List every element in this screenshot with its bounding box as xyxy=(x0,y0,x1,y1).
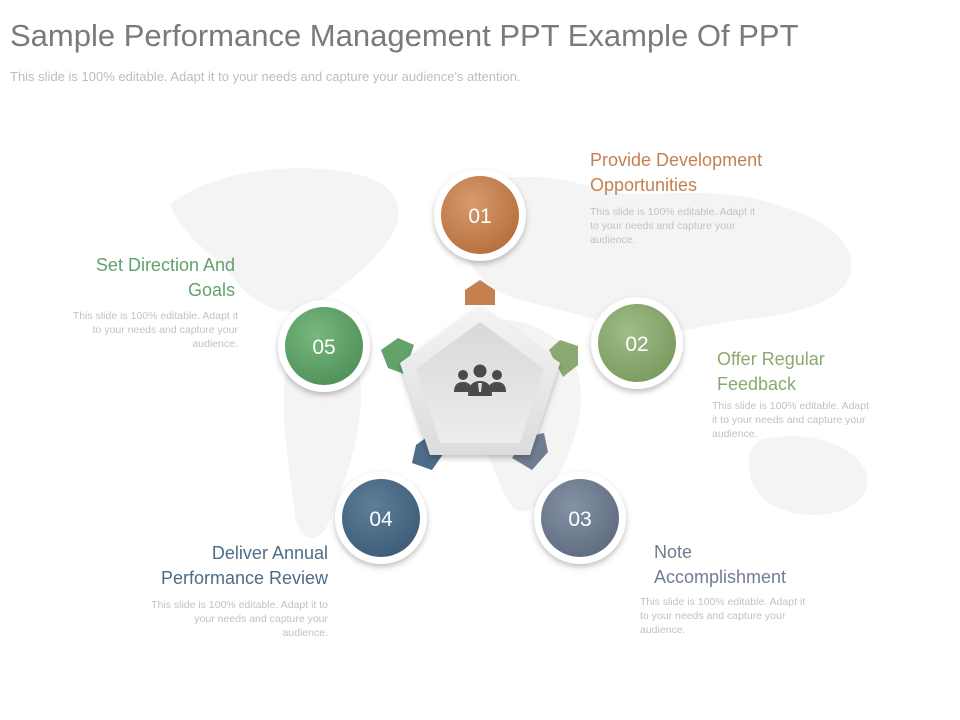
step-number-04: 04 xyxy=(369,508,393,531)
step-title-01: Provide Development Opportunities xyxy=(590,150,763,195)
step-desc-03: This slide is 100% editable. Adapt it to… xyxy=(640,596,806,636)
slide-title: Sample Performance Management PPT Exampl… xyxy=(10,18,799,53)
step-desc-02: This slide is 100% editable. Adapt it to… xyxy=(712,400,870,440)
step-title-04: Deliver Annual Performance Review xyxy=(160,543,328,588)
step-circle-02: 02 xyxy=(591,297,683,389)
slide-subtitle: This slide is 100% editable. Adapt it to… xyxy=(10,69,521,84)
step-desc-01: This slide is 100% editable. Adapt it to… xyxy=(590,206,756,246)
connector-01 xyxy=(465,280,495,305)
step-circle-01: 01 xyxy=(434,169,526,261)
connector-02 xyxy=(549,340,578,377)
step-title-02: Offer Regular Feedback xyxy=(717,349,825,394)
step-circle-05: 05 xyxy=(278,300,370,392)
step-number-05: 05 xyxy=(312,336,335,359)
step-circle-04: 04 xyxy=(335,472,427,564)
step-number-03: 03 xyxy=(568,508,591,531)
step-desc-04: This slide is 100% editable. Adapt it to… xyxy=(151,599,328,639)
step-number-02: 02 xyxy=(625,333,648,356)
step-title-05: Set Direction And Goals xyxy=(95,255,235,300)
step-desc-05: This slide is 100% editable. Adapt it to… xyxy=(72,310,238,350)
step-circle-03: 03 xyxy=(534,472,626,564)
step-title-03: Note Accomplishment xyxy=(654,542,787,587)
connectors xyxy=(381,280,578,470)
step-number-01: 01 xyxy=(468,205,491,228)
team-icon xyxy=(454,364,506,396)
